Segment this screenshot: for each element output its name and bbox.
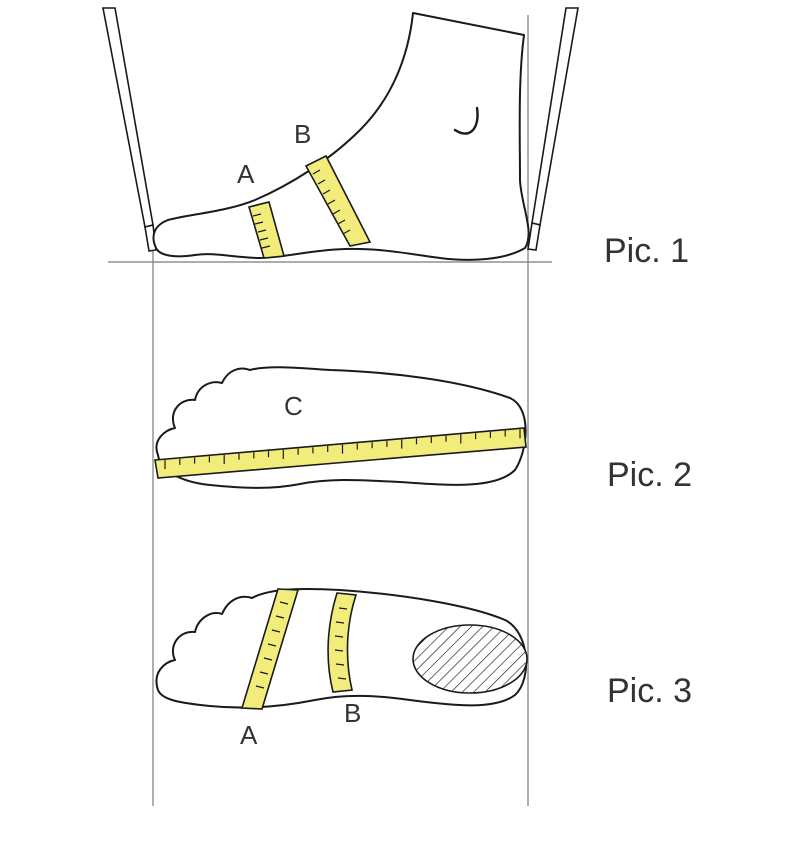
tape-a-sole (240, 588, 300, 710)
pic2-label-c: C (284, 391, 303, 421)
tape-b-side (304, 154, 372, 247)
pic3-caption: Pic. 3 (607, 672, 692, 710)
side-view-foot (152, 12, 530, 261)
pic1-caption: Pic. 1 (604, 232, 689, 270)
pic2-caption: Pic. 2 (607, 456, 692, 494)
heel-hatched-area (412, 624, 528, 694)
tape-b-sole (327, 592, 358, 693)
tape-a-side (247, 201, 286, 259)
pic3-label-a: A (240, 720, 258, 750)
right-board (527, 7, 579, 251)
pic1-label-b: B (294, 119, 311, 149)
pic1-label-a: A (237, 159, 255, 189)
tape-c-top (154, 427, 527, 479)
pic3-label-b: B (344, 698, 361, 728)
left-board (102, 7, 157, 252)
